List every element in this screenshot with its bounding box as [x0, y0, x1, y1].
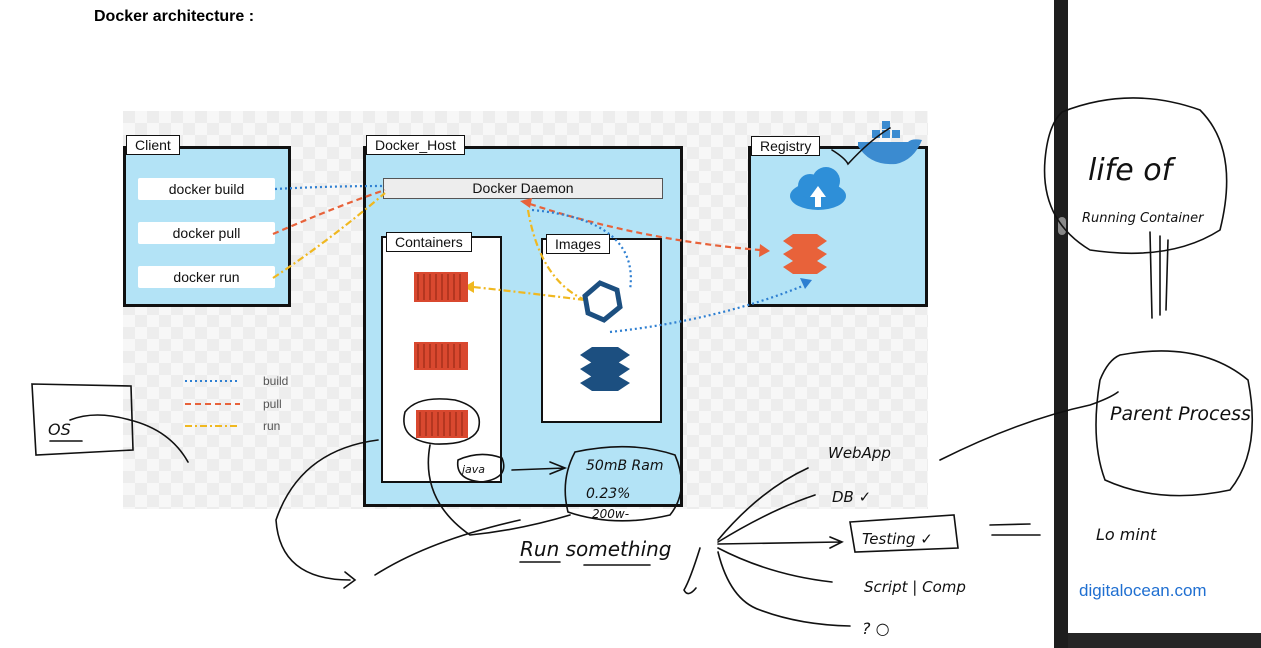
legend-run: run	[263, 419, 281, 433]
build-flow-line	[274, 184, 386, 191]
registry-box	[748, 146, 928, 307]
branch-testing	[717, 536, 844, 549]
docker-build-command: docker build	[138, 178, 275, 200]
pull-arrowhead	[759, 244, 770, 257]
os-arrow	[69, 414, 189, 463]
stats-line-3: 200w-	[592, 507, 629, 521]
equals-sign	[989, 523, 1041, 536]
image-stack-icon	[580, 347, 630, 391]
branch-script	[717, 547, 833, 583]
daemon-to-image-line	[531, 208, 632, 291]
branch-question-text: ? ○	[862, 619, 890, 638]
images-box	[541, 238, 662, 423]
containers-title: Containers	[386, 232, 472, 252]
life-of-circle	[1043, 97, 1228, 255]
docker-pull-command: docker pull	[138, 222, 275, 244]
left-loop-arrow	[275, 439, 379, 581]
java-text: java	[460, 463, 485, 476]
lo-note-text: Lo mint	[1096, 525, 1157, 544]
client-title: Client	[126, 135, 180, 155]
run-flow-line	[272, 192, 386, 279]
image-to-container-line	[472, 285, 586, 302]
docker-whale-logo	[858, 121, 922, 165]
daemon-run-line	[526, 209, 586, 302]
page-title: Docker architecture :	[94, 8, 255, 25]
image-icon	[582, 280, 623, 323]
curve-to-run	[427, 444, 571, 536]
branch-question	[717, 551, 851, 627]
image-to-registry-line	[609, 283, 806, 334]
webapp-to-parent	[939, 391, 1119, 461]
branch-webapp-text: WebApp	[828, 444, 891, 462]
container-icon	[416, 410, 468, 438]
testing-box	[849, 514, 959, 553]
running-container-text: Running Container	[1082, 211, 1205, 226]
parent-process-circle	[1095, 350, 1254, 497]
legend-build: build	[263, 374, 289, 388]
images-title: Images	[546, 234, 610, 254]
run-something-wave	[683, 547, 701, 595]
left-loop-arrowhead	[343, 571, 357, 589]
life-of-lines	[1149, 231, 1169, 319]
run-underline	[519, 561, 651, 566]
parent-process-line-1: Parent Process	[1110, 403, 1251, 425]
branch-webapp	[717, 467, 809, 541]
container-icon	[414, 342, 468, 370]
os-note-text: OS	[48, 420, 71, 439]
side-notes-panel	[1068, 0, 1261, 635]
panel-divider[interactable]	[1054, 0, 1068, 648]
pull-flow-line	[272, 188, 386, 236]
docker-run-command: docker run	[138, 266, 275, 288]
lower-curve	[374, 519, 521, 576]
client-box: docker build docker pull docker run	[123, 146, 291, 307]
branch-db	[717, 494, 816, 543]
daemon-arrowhead	[520, 198, 532, 208]
push-arrowhead	[800, 278, 812, 289]
life-of-text: life of	[1088, 153, 1177, 188]
run-something-text: Run something	[520, 537, 672, 561]
docker-host-title: Docker_Host	[366, 135, 465, 155]
os-note-box	[31, 383, 134, 456]
branch-db-text: DB ✓	[832, 488, 871, 506]
stats-line-1: 50mB Ram	[586, 458, 663, 474]
container-icon	[414, 272, 468, 302]
branch-script-text: Script | Comp	[864, 578, 966, 596]
java-arrow	[511, 461, 568, 475]
bottom-bar	[1068, 633, 1261, 648]
daemon-to-registry-line	[529, 202, 761, 252]
stats-circle	[564, 445, 683, 522]
registry-stack-icon	[783, 234, 827, 274]
run-arrowhead	[464, 281, 474, 293]
java-circle	[456, 453, 505, 483]
legend-pull: pull	[263, 397, 282, 411]
upload-cloud-icon	[790, 167, 846, 210]
branch-testing-text: Testing ✓	[862, 530, 933, 548]
docker-architecture-diagram: docker build docker pull docker run Clie…	[123, 111, 928, 509]
stats-line-2: 0.23%	[586, 486, 630, 502]
checkmark-registry	[831, 127, 891, 166]
registry-title: Registry	[751, 136, 821, 156]
docker-daemon-bar: Docker Daemon	[383, 178, 663, 199]
container-circle	[403, 398, 480, 445]
source-site-label: digitalocean.com	[1079, 581, 1207, 600]
